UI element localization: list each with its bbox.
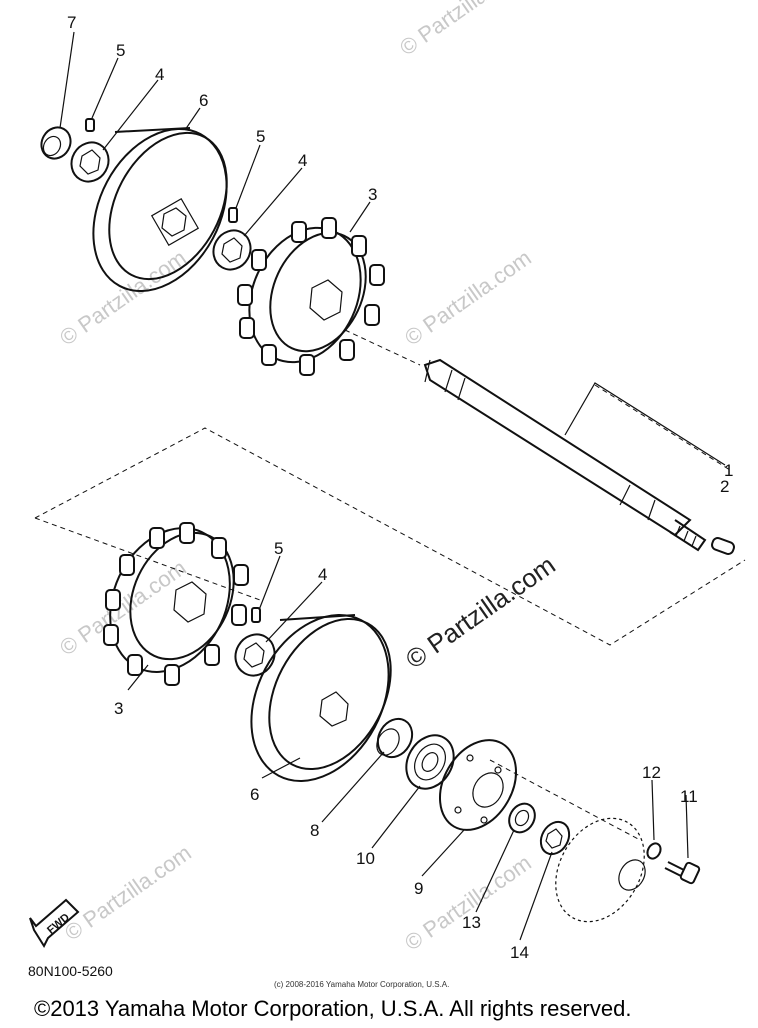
part-5-pin (251, 607, 261, 623)
callout-14: 14 (510, 943, 529, 962)
callout-13: 13 (462, 913, 481, 932)
callout-2: 2 (720, 477, 730, 496)
part-13-washer (508, 802, 536, 834)
callout-5: 5 (256, 127, 266, 146)
part-8-collar (376, 717, 414, 759)
callout-5: 5 (274, 539, 284, 558)
callout-11: 11 (680, 787, 698, 806)
callout-4: 4 (298, 151, 308, 170)
callout-10: 10 (356, 849, 375, 868)
callout-1: 1 (724, 461, 734, 480)
end-cap (555, 817, 646, 923)
part-4-collar (70, 141, 110, 183)
part-3-sprocket-upper (237, 217, 385, 376)
footer-copyright: ©2013 Yamaha Motor Corporation, U.S.A. A… (34, 996, 632, 1021)
callout-6: 6 (250, 785, 260, 804)
part-9-bearing-housing (439, 739, 517, 831)
callout-3: 3 (114, 699, 124, 718)
part-10-bearing (405, 734, 455, 790)
part-11-bolt (664, 861, 701, 885)
part-6-wheel-upper (92, 127, 228, 292)
callout-9: 9 (414, 879, 424, 898)
part-3-sprocket-lower (103, 522, 249, 686)
part-4-collar (234, 633, 276, 677)
part-7-ring (40, 126, 72, 160)
fwd-arrow-icon (29, 898, 80, 949)
callout-12: 12 (642, 763, 661, 782)
small-copyright: (c) 2008-2016 Yamaha Motor Corporation, … (274, 980, 450, 989)
callout-3: 3 (368, 185, 378, 204)
callout-5: 5 (116, 41, 126, 60)
part-2-pin (711, 537, 735, 555)
callout-8: 8 (310, 821, 320, 840)
callout-4: 4 (155, 65, 165, 84)
part-1-shaft (423, 358, 707, 552)
part-14-nut (539, 820, 571, 856)
diagram-code: 80N100-5260 (28, 963, 113, 979)
part-4-collar (212, 229, 252, 271)
part-5-pin (85, 118, 95, 132)
callout-7: 7 (67, 13, 77, 32)
part-6-wheel-lower (250, 614, 392, 782)
part-12-washer (646, 842, 662, 860)
callout-6: 6 (199, 91, 209, 110)
part-5-pin (228, 207, 238, 223)
callout-4: 4 (318, 565, 328, 584)
